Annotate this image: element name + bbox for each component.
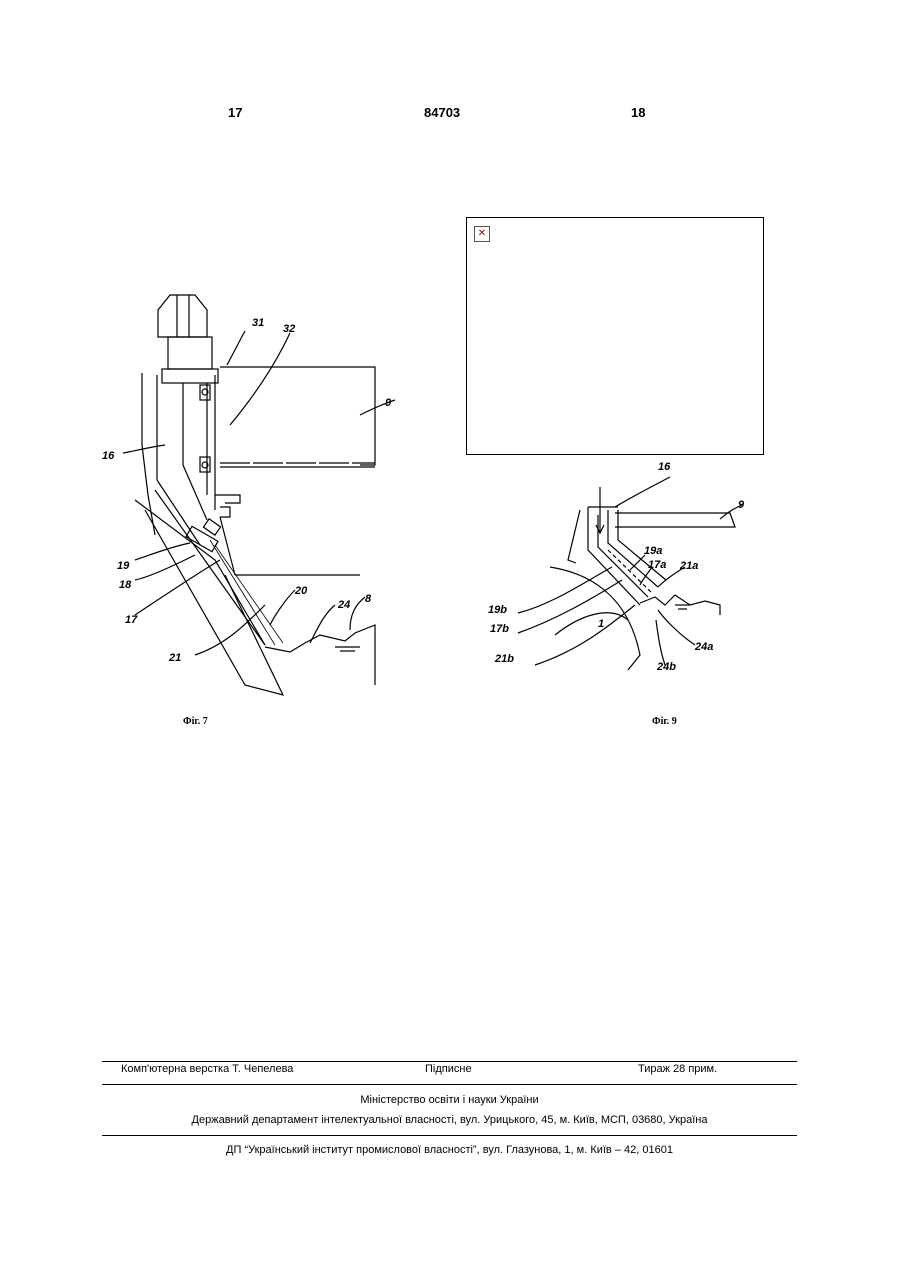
footer-ministry: Міністерство освіти і науки України	[102, 1094, 797, 1106]
fig7-label-32: 32	[283, 323, 295, 335]
footer-department: Державний департамент інтелектуальної вл…	[102, 1114, 797, 1126]
footer-rule-middle	[102, 1084, 797, 1085]
fig7-label-21: 21	[168, 652, 181, 664]
fig9-label-9: 9	[738, 499, 745, 511]
fig7-label-16: 16	[102, 450, 115, 462]
fig9-label-17a: 17a	[648, 559, 666, 571]
fig7-label-8: 8	[365, 593, 372, 605]
fig9-label-24b: 24b	[656, 661, 676, 673]
fig7-label-31: 31	[252, 317, 264, 329]
footer-institute: ДП “Український інститут промислової вла…	[102, 1144, 797, 1156]
footer-layout-credit: Комп'ютерна верстка Т. Чепелева	[121, 1063, 293, 1075]
fig9-label-16: 16	[658, 461, 671, 473]
figure-9-drawing: 16 9 19a 17a 21a 19b 17b 1 24a 21b 24b	[480, 455, 770, 695]
fig7-label-9: 9	[385, 397, 392, 409]
footer-rule-top	[102, 1061, 797, 1062]
fig7-label-17: 17	[125, 614, 138, 626]
fig9-label-21a: 21a	[679, 560, 698, 572]
footer-subscription: Підписне	[425, 1063, 472, 1075]
fig9-label-19b: 19b	[488, 604, 507, 616]
fig9-label-24a: 24a	[694, 641, 713, 653]
fig7-label-18: 18	[119, 579, 132, 591]
embedded-image-frame: ✕	[466, 217, 764, 455]
fig9-label-21b: 21b	[494, 653, 514, 665]
broken-image-icon: ✕	[474, 226, 490, 242]
fig7-label-24: 24	[337, 599, 350, 611]
figure-7-caption: Фіг. 7	[183, 716, 208, 727]
fig7-label-20: 20	[294, 585, 308, 597]
patent-number: 84703	[424, 105, 460, 120]
figure-7-drawing: 31 32 9 16 19 18 17 20 24 8 21	[95, 285, 395, 705]
fig7-label-19: 19	[117, 560, 130, 572]
figure-9-caption: Фіг. 9	[652, 716, 677, 727]
footer-rule-bottom	[102, 1135, 797, 1136]
fig9-label-1: 1	[598, 618, 604, 630]
page-number-right: 18	[631, 105, 645, 120]
footer-circulation: Тираж 28 прим.	[638, 1063, 717, 1075]
page-number-left: 17	[228, 105, 242, 120]
fig9-label-19a: 19a	[644, 545, 662, 557]
fig9-label-17b: 17b	[490, 623, 509, 635]
